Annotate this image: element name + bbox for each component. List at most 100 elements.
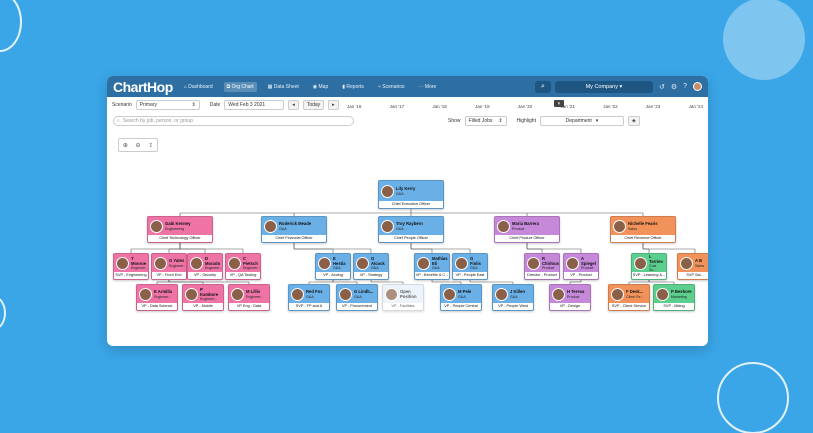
date-field[interactable]: Wed Feb 3 2021 [224,100,285,110]
company-switcher[interactable]: My Company ▾ [554,80,653,93]
person-name: J Killen [510,289,525,295]
nav-data-sheet[interactable]: ▦ Data Sheet [267,83,299,90]
timeline-current-marker[interactable]: ▮ [554,100,564,107]
timeline-tick[interactable]: Jan '19 [475,104,490,109]
department-label: Sales [695,263,704,268]
charthop-logo[interactable]: ChartHop [113,78,173,95]
department-label: Product [542,266,555,271]
timeline-tick[interactable]: Jan '20 [517,104,533,109]
person-name: H Teresa [567,289,585,295]
show-select[interactable]: Filled Jobs⇕ [464,116,507,126]
zoom-out-icon[interactable]: ⊖ [135,142,141,149]
job-title: VP - Front End [152,272,186,279]
person-name: M Pele [458,289,472,295]
zoom-in-icon[interactable]: ⊕ [122,142,128,149]
person-name: Red Fox [306,289,323,295]
timeline-axis[interactable]: Jan '16 Jan '17 Jan '18 Jan '19 Jan '20 Jan '… [347,104,703,109]
user-avatar[interactable] [693,82,702,91]
job-title: VP - People West [493,303,533,310]
search-input[interactable]: ⌕ Search by job, person, or group [113,116,354,126]
nav-reports[interactable]: ▮ Reports [342,83,364,90]
person-name: P Beshore [671,289,692,295]
main-nav: ⌂ Dashboard ⧉ Org Chart ▦ Data Sheet ◉ M… [181,81,440,92]
next-date-button[interactable]: ▸ [328,100,339,110]
scenario-select[interactable]: Primary⇕ [135,100,200,110]
person-photo [228,256,241,270]
app-window: ChartHop ⌂ Dashboard ⧉ Org Chart ▦ Data … [107,76,708,346]
org-card[interactable]: F Desk...Client Se...SVP - Client Servic… [608,284,650,311]
department-label: Sales [628,226,637,231]
decorative-ring-bottom-right [717,362,789,433]
timeline-tick[interactable]: Jan '24 [688,104,703,109]
person-photo [139,287,152,301]
department-label: G&A [371,266,379,271]
department-label: Engineer... [205,266,223,271]
prev-date-button[interactable]: ◂ [288,100,299,110]
department-label: Product [567,294,580,299]
paint-bucket-icon[interactable]: ◈ [627,116,640,126]
settings-icon[interactable]: ⚙ [670,83,678,91]
person-name: Maria Barrera [512,221,540,227]
decorative-ring-top-left [0,0,22,52]
timeline-tick[interactable]: Jan '21 [560,104,575,109]
person-photo [318,256,331,270]
person-name: Open Position [400,288,417,299]
job-title: Chief People Officer [379,235,443,242]
nav-org-chart[interactable]: ⧉ Org Chart [223,81,257,92]
person-name: Lily Kerry [396,186,416,192]
nav-map[interactable]: ◉ Map [312,83,329,90]
timeline-tick[interactable]: Jan '23 [645,104,661,109]
search-icon[interactable]: ⌕ [534,80,551,93]
department-label: Engineering [165,226,185,231]
share-icon[interactable]: ⇪ [148,142,154,149]
nav-scenarios[interactable]: ⑂ Scenarios [377,83,405,90]
timeline-tick[interactable]: Jan '18 [432,104,447,109]
timeline-tick[interactable]: Jan '16 [347,104,362,109]
person-name: P Kambore [200,286,219,297]
job-title: VP - Data Science [137,303,177,310]
nav-more[interactable]: ⋯ More [418,83,437,90]
today-button[interactable]: Today [302,100,325,110]
history-icon[interactable]: ↺ [658,83,665,91]
job-title: Chief Executive Officer [379,201,443,208]
person-name: D Morado [205,255,221,266]
timeline-tick[interactable]: Jan '22 [603,104,618,109]
department-label: Marketing [671,294,687,299]
person-name: R Chirlous [542,255,559,266]
timeline-tick[interactable]: Jan '17 [389,104,405,109]
person-name: C Pietsch [243,255,258,266]
nav-dashboard[interactable]: ⌂ Dashboard [183,83,213,90]
department-label: Cust Su... [649,264,657,273]
job-title: Chief Product Officer [495,235,559,242]
help-icon[interactable]: ? [683,83,687,90]
highlight-select[interactable]: Department▾ [539,116,624,126]
